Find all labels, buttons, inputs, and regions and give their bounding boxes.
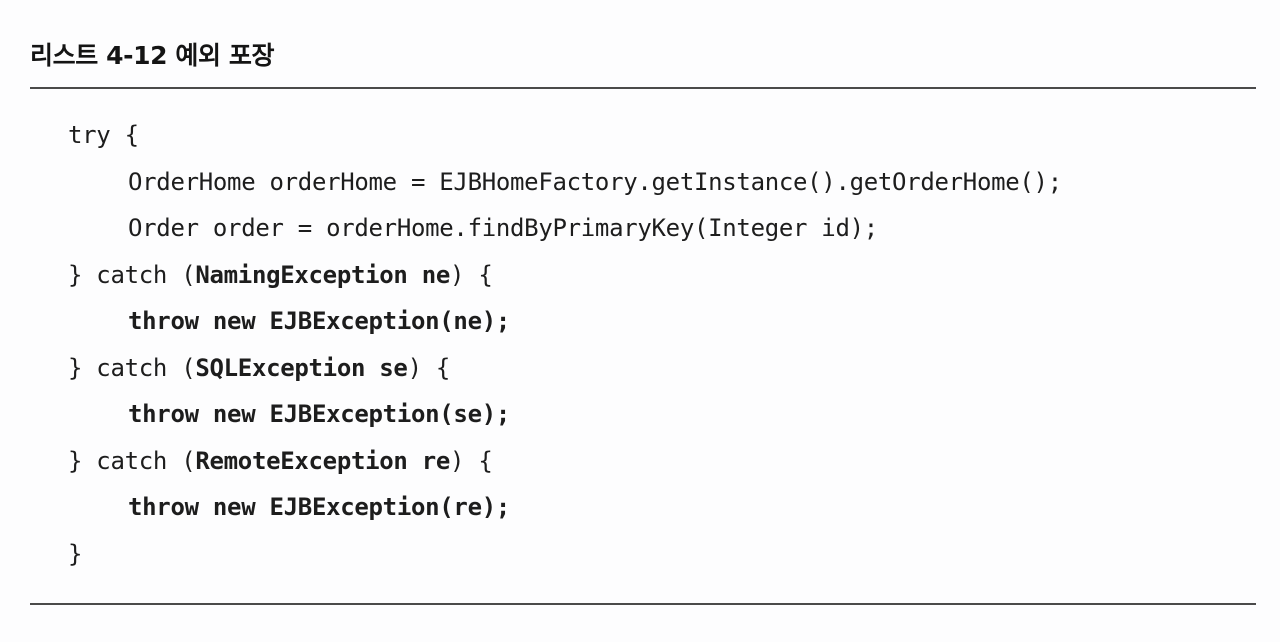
- code-line: } catch (RemoteException re) {: [68, 438, 1248, 485]
- code-line: throw new EJBException(ne);: [68, 298, 1248, 345]
- code-token: }: [68, 539, 83, 568]
- code-listing: try { OrderHome orderHome = EJBHomeFactor…: [68, 112, 1248, 577]
- code-token: } catch (: [68, 446, 196, 475]
- code-token-emphasis: NamingException ne: [195, 260, 451, 289]
- code-token-emphasis: SQLException se: [195, 353, 408, 382]
- caption-divider-top: [30, 87, 1256, 89]
- code-line: try {: [68, 112, 1248, 159]
- code-token-emphasis: throw new EJBException(ne);: [128, 307, 511, 335]
- code-line: throw new EJBException(re);: [68, 484, 1248, 531]
- code-line: } catch (NamingException ne) {: [68, 252, 1248, 299]
- code-token: } catch (: [68, 353, 196, 382]
- code-token: OrderHome orderHome = EJBHomeFactory.get…: [128, 167, 1062, 196]
- listing-caption: 리스트 4-12 예외 포장: [30, 41, 275, 70]
- code-token: ) {: [450, 260, 493, 289]
- code-token-emphasis: RemoteException re: [195, 446, 451, 475]
- code-token: ) {: [407, 353, 451, 382]
- code-line: Order order = orderHome.findByPrimaryKey…: [68, 205, 1248, 252]
- code-line: } catch (SQLException se) {: [68, 345, 1248, 392]
- caption-divider-bottom: [30, 603, 1256, 605]
- code-token: try {: [68, 121, 139, 149]
- code-token-emphasis: throw new EJBException(re);: [128, 493, 511, 521]
- code-line: throw new EJBException(se);: [68, 391, 1248, 438]
- code-token: ) {: [450, 446, 493, 475]
- code-line: }: [68, 531, 1248, 578]
- code-token: } catch (: [68, 260, 196, 289]
- code-token: Order order = orderHome.findByPrimaryKey…: [128, 214, 878, 242]
- code-line: OrderHome orderHome = EJBHomeFactory.get…: [68, 159, 1248, 206]
- code-token-emphasis: throw new EJBException(se);: [128, 400, 511, 428]
